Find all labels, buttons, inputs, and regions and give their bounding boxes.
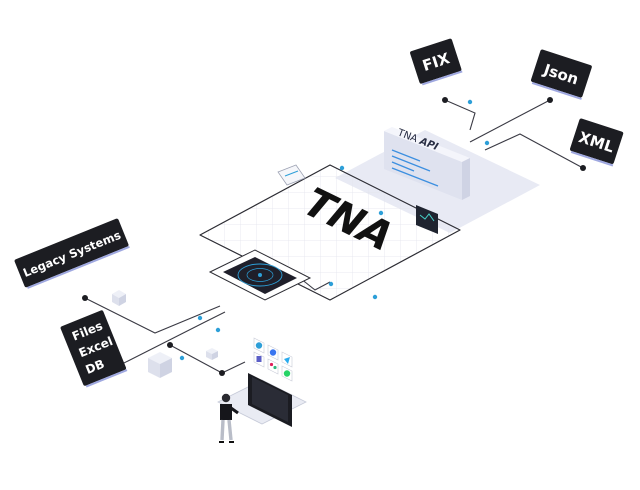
- data-cube: [206, 348, 218, 360]
- processor-chip: [208, 249, 312, 301]
- accent-dots: [179, 99, 490, 361]
- json-tag: Json: [531, 49, 592, 100]
- legacy-connector: [84, 297, 221, 334]
- fix-connector: [444, 99, 476, 131]
- data-cube: [112, 290, 126, 306]
- xml-connector: [484, 133, 584, 169]
- xml-tag: XML: [570, 118, 624, 167]
- light-beams: [237, 178, 287, 262]
- files-connector: [117, 311, 226, 367]
- teams-icon: [253, 351, 265, 368]
- data-cube: [148, 352, 172, 378]
- telegram-icon: [281, 351, 293, 368]
- person-figure: [219, 393, 239, 443]
- laptop: [217, 373, 307, 427]
- legacy-systems-tag: Legacy Systems: [14, 218, 130, 289]
- json-connector: [469, 99, 551, 143]
- slack-icon: [267, 358, 279, 375]
- monitor-card-icon: [416, 205, 438, 234]
- whatsapp-icon: [281, 365, 293, 382]
- signal-icon: [267, 344, 279, 361]
- skype-icon: [253, 337, 265, 354]
- fix-tag: FIX: [410, 38, 463, 86]
- messenger-icons: [253, 337, 293, 382]
- db-label: DB: [84, 357, 107, 377]
- api-card: TNA API: [384, 127, 470, 200]
- settings-card-icon: [277, 164, 306, 186]
- files-tag: Files Excel DB: [60, 310, 128, 388]
- api-card-code-lines: [391, 149, 439, 187]
